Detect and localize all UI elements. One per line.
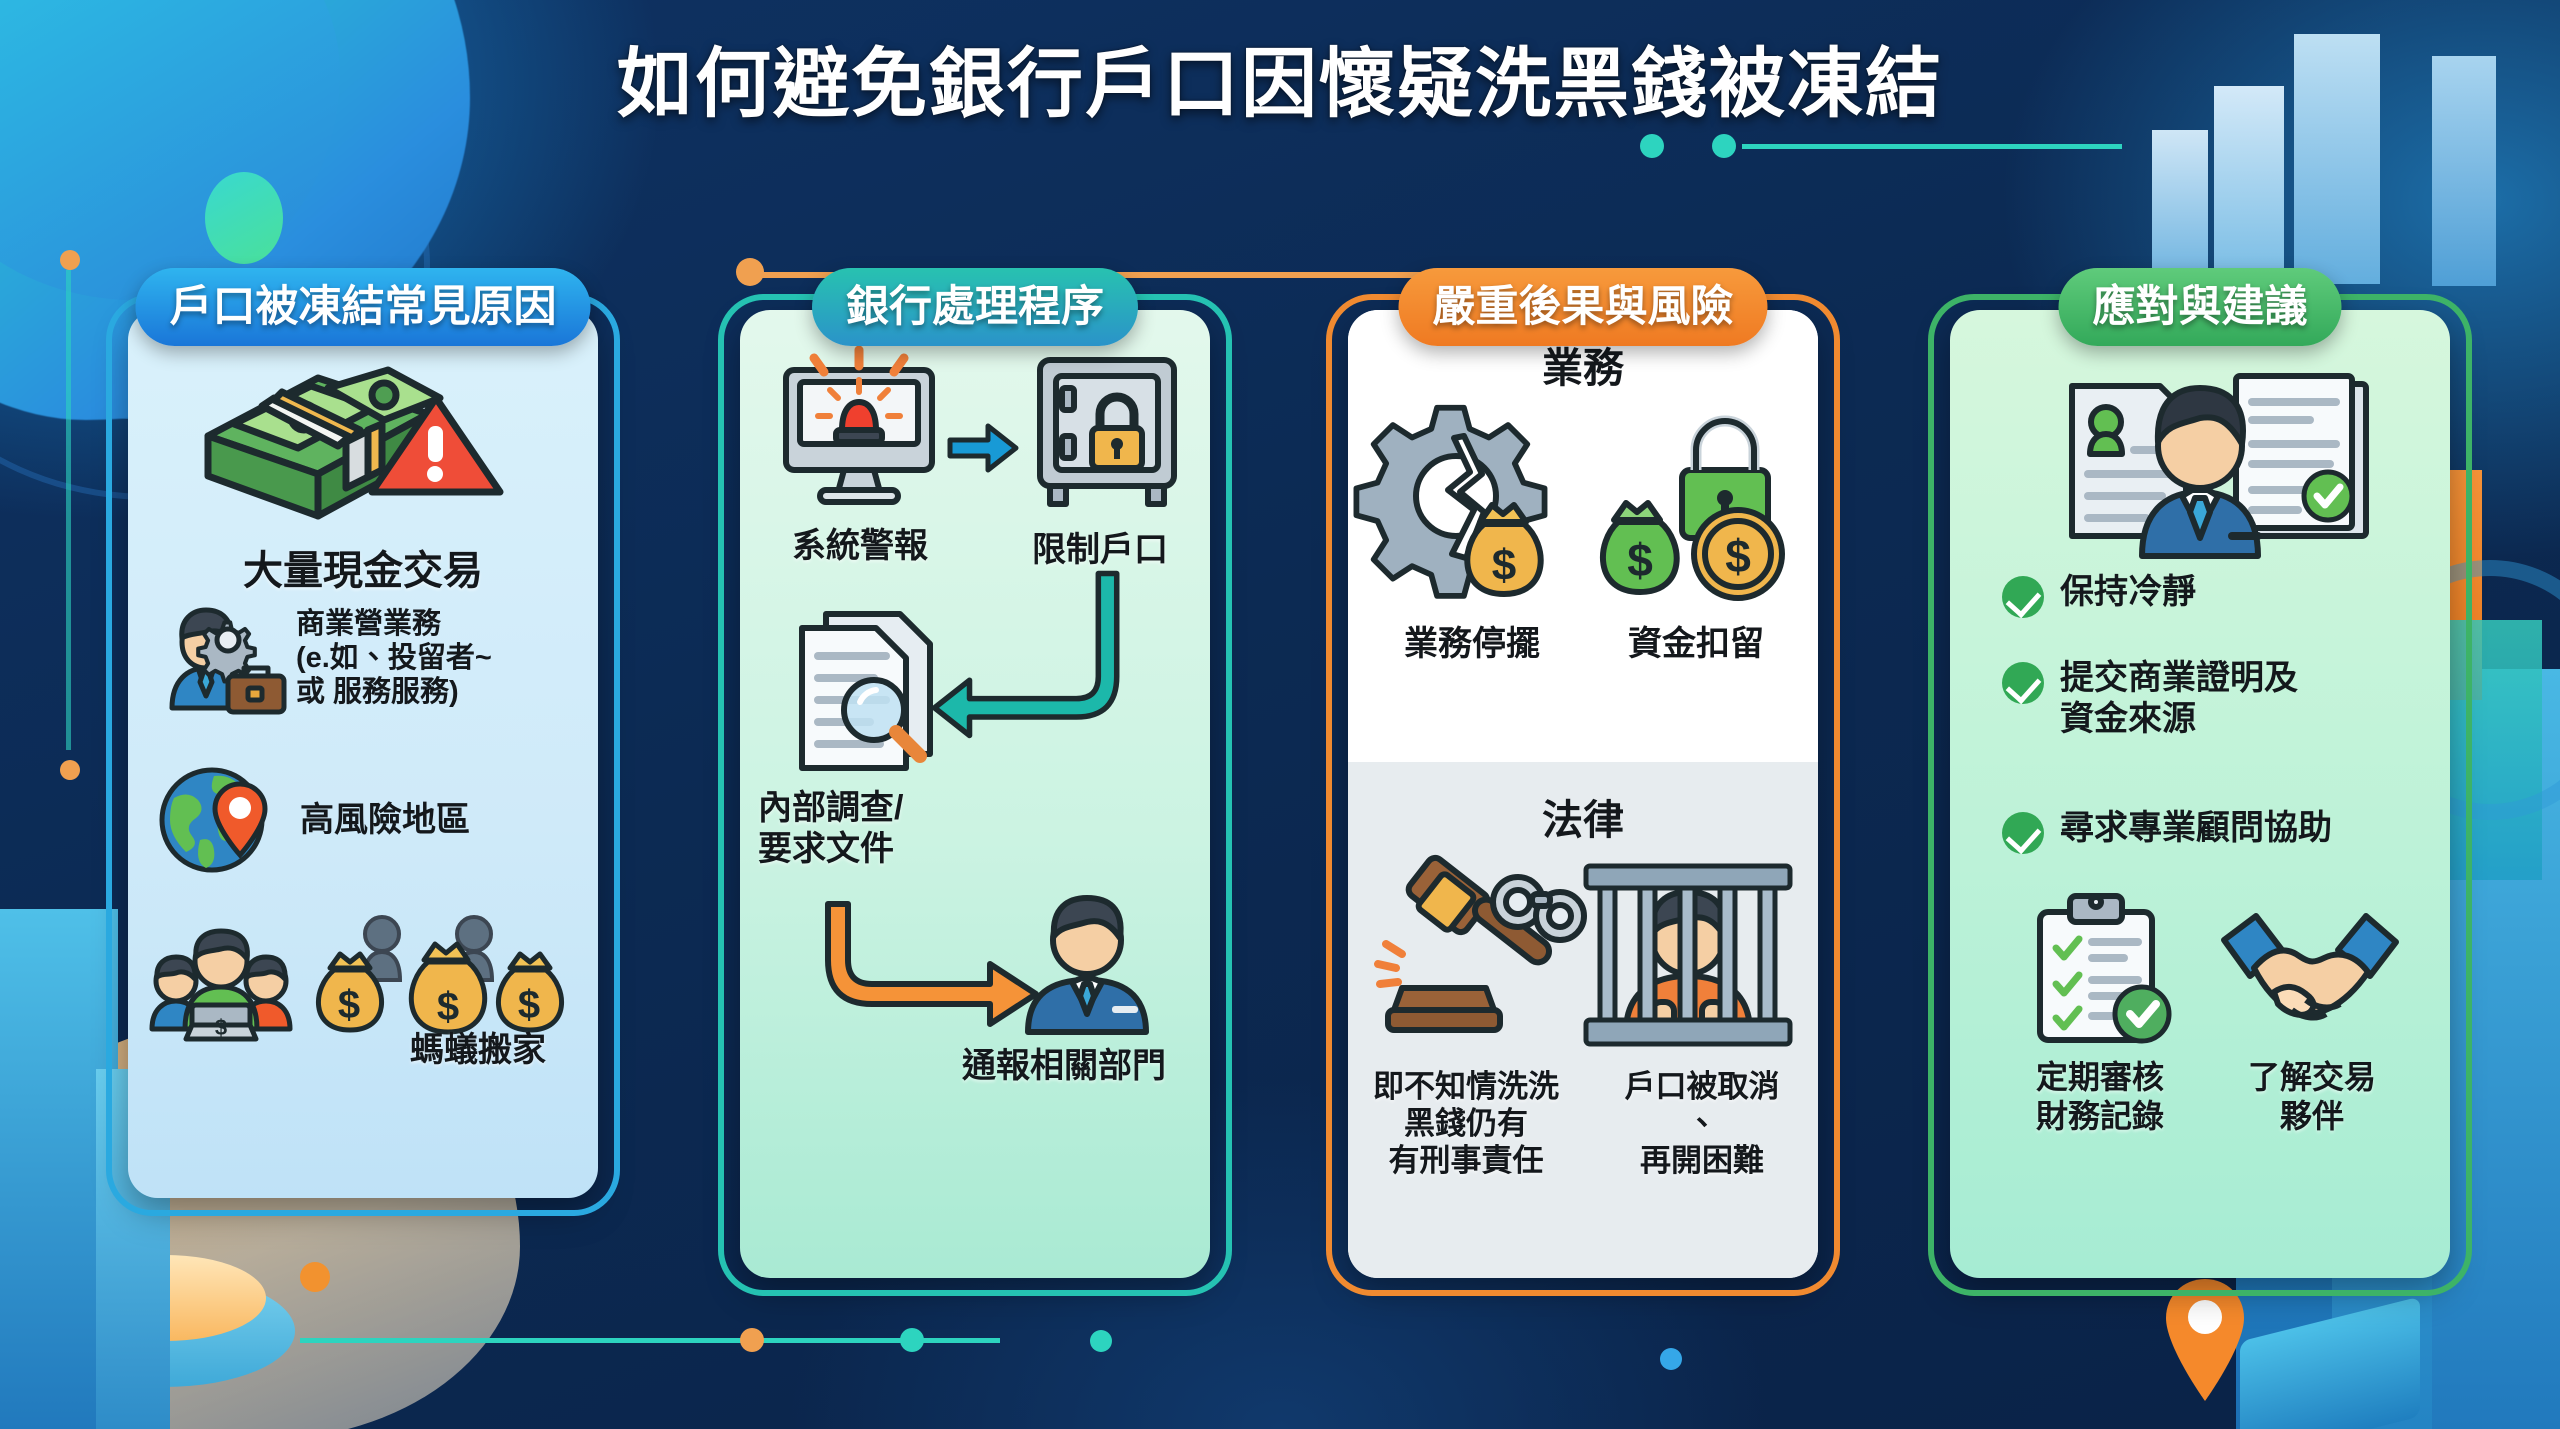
broken-gear-money-bag-icon: $ [1353, 404, 1564, 602]
safe-lock-icon [1032, 354, 1182, 510]
building-top-right-1 [2294, 34, 2380, 284]
prisoner-behind-bars-icon [1582, 856, 1794, 1048]
card2-step4-label: 通報相關部門 [962, 1047, 1166, 1085]
advisor-documents-verified-icon [2010, 350, 2390, 560]
circuit-dot-2 [1640, 134, 1664, 158]
card-body: 大量現金交易 [128, 310, 598, 1198]
card-header: 應對與建議 [2058, 268, 2342, 346]
card4-bottom-item2-label: 了解交易 夥伴 [2247, 1059, 2376, 1135]
svg-text:$: $ [1627, 534, 1653, 586]
card1-hero-caption: 大量現金交易 [243, 549, 483, 593]
svg-text:$: $ [518, 983, 540, 1027]
svg-text:$: $ [215, 1015, 227, 1040]
circuit-dot-orange-1 [736, 258, 764, 286]
list-item: $ [146, 910, 586, 1060]
arrow-elbow-teal-icon [931, 570, 1120, 739]
circuit-line-2 [300, 1338, 1000, 1343]
circuit-dot-5 [1090, 1330, 1112, 1352]
decorative-dot-green [205, 172, 283, 264]
lock-money-bag-coin-icon: $$ [1596, 408, 1792, 604]
card3-legal-item2-label: 戶口被取消 、 再開困難 [1624, 1069, 1780, 1179]
circuit-dot-4 [900, 1328, 924, 1352]
handshake-icon [2220, 906, 2400, 1046]
card3-biz-item2-label: 資金扣留 [1628, 625, 1764, 663]
card-header: 嚴重後果與風險 [1398, 268, 1768, 346]
svg-text:$: $ [1492, 541, 1516, 590]
list-item: 高風險地區 [154, 762, 574, 878]
officer-report-icon [1012, 894, 1162, 1035]
section-business: 業務 $ 業務停擺 [1348, 310, 1818, 762]
monitor-alarm-icon [774, 345, 944, 508]
card-recommendations: 保持冷靜 提交商業證明及 資金來源 尋求專業顧問協助 [1928, 268, 2472, 1296]
building-top-right-3 [2432, 56, 2496, 286]
businessman-gear-briefcase-icon [154, 600, 287, 716]
map-pin-decoration [2166, 1279, 2244, 1401]
check-circle-icon [2002, 812, 2044, 854]
circuit-dot-6 [1660, 1348, 1682, 1370]
list-item-label: 商業營業務 (e.如、投留者~ 或 服務服務) [296, 607, 492, 709]
circuit-dot-8 [60, 760, 80, 780]
card3-biz-item1-label: 業務停擺 [1404, 625, 1540, 663]
card-body: 業務 $ 業務停擺 [1348, 310, 1818, 1278]
checklist-item: 提交商業證明及 資金來源 [2002, 658, 2432, 741]
building-top-right-4 [2152, 130, 2208, 280]
circuit-dot-7 [60, 250, 80, 270]
circuit-line-1 [1742, 144, 2122, 149]
card2-step2-label: 限制戶口 [1032, 531, 1168, 569]
section-legal: 法律 [1348, 762, 1818, 1278]
clipboard-checklist-verified-icon [2026, 890, 2176, 1050]
arrow-right-blue-icon [947, 423, 1019, 473]
section-title: 業務 [1542, 345, 1624, 391]
check-circle-icon [2002, 662, 2044, 704]
card-outline [106, 294, 620, 1216]
page-title: 如何避免銀行戶口因懷疑洗黑錢被凍結 [617, 42, 1943, 127]
card-body: 保持冷靜 提交商業證明及 資金來源 尋求專業顧問協助 [1950, 310, 2450, 1278]
card-consequences: 業務 $ 業務停擺 [1326, 268, 1840, 1296]
card4-bottom-item1-label: 定期審核 財務記錄 [2035, 1059, 2164, 1135]
card-header: 戶口被凍結常見原因 [135, 268, 591, 346]
checklist-item-label: 尋求專業顧問協助 [2060, 809, 2332, 847]
checklist-item-label: 提交商業證明及 資金來源 [2060, 659, 2298, 739]
card1-item3-label: 螞蟻搬家 [410, 1031, 546, 1069]
checklist-item-label: 保持冷靜 [2060, 573, 2196, 611]
section-title: 法律 [1542, 797, 1624, 843]
circuit-dot-1 [1712, 134, 1736, 158]
cash-stack-illustration [178, 340, 508, 530]
gavel-handcuffs-icon [1372, 854, 1587, 1048]
card2-step3-label: 內部調查/ 要求文件 [758, 789, 904, 869]
people-laptop-money-bags-icon: $ [146, 925, 296, 1045]
svg-text:$: $ [1725, 530, 1751, 582]
list-item-label: 高風險地區 [300, 800, 470, 839]
money-bags-group-icon: $ $ $ [302, 910, 565, 1060]
svg-text:$: $ [338, 983, 360, 1027]
card3-legal-item1-label: 即不知情洗洗 黑錢仍有 有刑事責任 [1373, 1069, 1559, 1179]
card-bank-process: 系統警報 限制戶口 [718, 268, 1232, 1296]
checklist-item: 保持冷靜 [2002, 572, 2412, 618]
card-body: 系統警報 限制戶口 [740, 310, 1210, 1278]
circuit-dot-3 [740, 1328, 764, 1352]
card-reasons: 大量現金交易 [106, 268, 620, 1216]
card2-step1-label: 系統警報 [792, 527, 928, 565]
building-top-right-2 [2214, 86, 2284, 286]
card-outline [1928, 294, 2472, 1296]
card-header: 銀行處理程序 [812, 268, 1138, 346]
globe-location-pin-icon [154, 762, 286, 878]
arrow-elbow-orange-icon [825, 901, 1039, 1027]
card-outline [1326, 294, 1840, 1296]
card-outline [718, 294, 1232, 1296]
check-circle-icon [2002, 576, 2044, 618]
checklist-item: 尋求專業顧問協助 [2002, 808, 2442, 854]
svg-text:$: $ [437, 985, 459, 1029]
circuit-line-3 [66, 270, 71, 750]
circuit-dot-9 [300, 1262, 330, 1292]
document-magnifier-icon [774, 606, 944, 776]
list-item: 商業營業務 (e.如、投留者~ 或 服務服務) [154, 600, 574, 716]
